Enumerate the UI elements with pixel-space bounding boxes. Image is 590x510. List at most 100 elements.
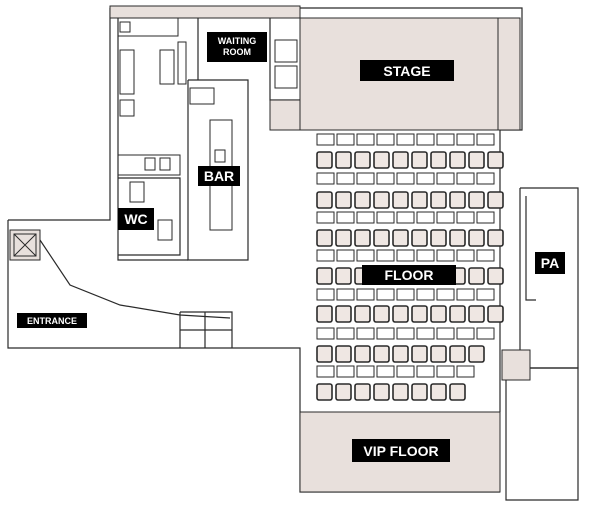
table — [456, 288, 475, 301]
chair — [449, 151, 466, 169]
chair — [392, 345, 409, 363]
table — [376, 365, 395, 378]
table — [456, 211, 475, 224]
chair — [487, 191, 504, 209]
table — [376, 249, 395, 262]
chair — [373, 151, 390, 169]
chair — [316, 151, 333, 169]
chair — [392, 151, 409, 169]
chair — [487, 267, 504, 285]
waiting-room-label-line1: WAITING — [217, 36, 257, 46]
entrance-label: ENTRANCE — [17, 313, 87, 328]
chair — [316, 345, 333, 363]
table — [396, 365, 415, 378]
chair — [373, 305, 390, 323]
table — [356, 327, 375, 340]
southeast-walls — [505, 367, 579, 501]
table — [476, 133, 495, 146]
table — [336, 211, 355, 224]
chair — [468, 151, 485, 169]
table — [416, 327, 435, 340]
table — [356, 288, 375, 301]
table — [436, 249, 455, 262]
table — [436, 365, 455, 378]
chair — [392, 191, 409, 209]
chair — [316, 267, 333, 285]
vip-floor-label: VIP FLOOR — [352, 439, 450, 462]
pa-room-walls — [520, 187, 579, 369]
table — [456, 365, 475, 378]
table — [436, 288, 455, 301]
chair — [392, 305, 409, 323]
table — [316, 365, 335, 378]
table — [376, 133, 395, 146]
elevator-box — [13, 233, 37, 257]
chair — [316, 305, 333, 323]
washbasin-a-icon — [144, 157, 156, 171]
waiting-chair-b — [274, 65, 298, 89]
chair — [335, 383, 352, 401]
bar-label: BAR — [198, 166, 240, 186]
door-frame — [177, 41, 187, 85]
table — [316, 172, 335, 185]
table — [476, 288, 495, 301]
counter-top — [117, 17, 179, 37]
chair — [354, 305, 371, 323]
table — [456, 133, 475, 146]
chair — [392, 383, 409, 401]
table — [316, 249, 335, 262]
chair — [335, 229, 352, 247]
table — [476, 327, 495, 340]
table — [336, 133, 355, 146]
table — [356, 211, 375, 224]
table — [356, 365, 375, 378]
chair — [468, 305, 485, 323]
table — [476, 172, 495, 185]
table — [396, 133, 415, 146]
table — [416, 133, 435, 146]
pa-corner — [501, 349, 531, 381]
elevator-cross-icon — [13, 233, 37, 257]
chair — [411, 383, 428, 401]
chair — [430, 383, 447, 401]
entrance-curve — [39, 239, 231, 319]
sink-icon — [119, 21, 131, 33]
entrance-doors — [179, 311, 233, 348]
chair — [430, 305, 447, 323]
floor-label: FLOOR — [362, 265, 456, 285]
chair — [411, 229, 428, 247]
chair — [468, 191, 485, 209]
chair — [468, 229, 485, 247]
chair — [430, 191, 447, 209]
wc-walls — [118, 177, 181, 256]
chair — [449, 345, 466, 363]
table — [396, 327, 415, 340]
chair — [449, 229, 466, 247]
chair — [468, 345, 485, 363]
table — [336, 327, 355, 340]
chair — [354, 345, 371, 363]
table — [376, 288, 395, 301]
chair — [392, 229, 409, 247]
chair — [430, 229, 447, 247]
table — [416, 288, 435, 301]
table — [456, 249, 475, 262]
chair — [335, 191, 352, 209]
table — [456, 172, 475, 185]
chair — [449, 191, 466, 209]
table — [336, 365, 355, 378]
table — [336, 172, 355, 185]
chair — [430, 151, 447, 169]
table — [396, 211, 415, 224]
chair — [354, 191, 371, 209]
corridor-wall — [117, 18, 188, 261]
table — [356, 249, 375, 262]
cabinet — [119, 99, 135, 117]
chair — [354, 383, 371, 401]
table — [456, 327, 475, 340]
stage-label: STAGE — [360, 60, 454, 81]
chair — [316, 229, 333, 247]
table — [396, 249, 415, 262]
chair — [316, 383, 333, 401]
table — [356, 172, 375, 185]
